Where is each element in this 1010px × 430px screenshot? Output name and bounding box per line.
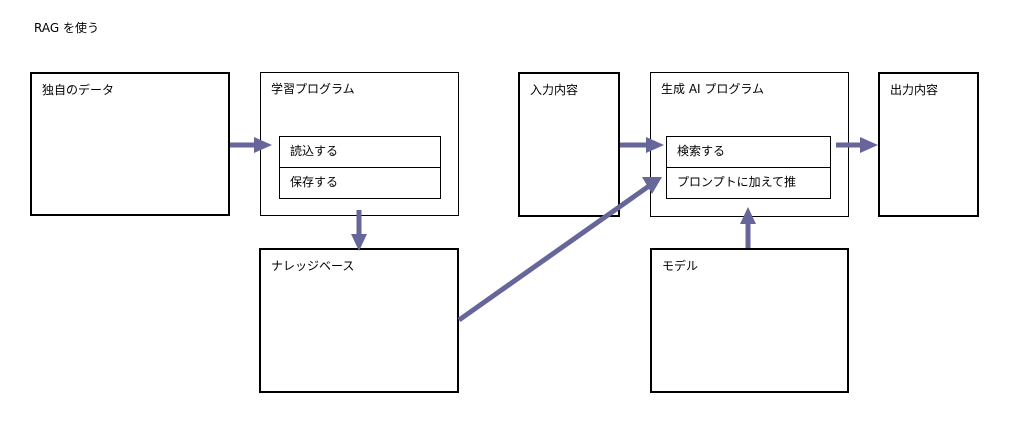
- save-step-label: 保存する: [290, 175, 339, 189]
- read-step-label: 読込する: [290, 144, 339, 158]
- own-data-box: 独自のデータ: [30, 72, 230, 216]
- save-step: 保存する: [279, 167, 441, 199]
- add-to-prompt-step: プロンプトに加えて推: [666, 167, 831, 199]
- own-data-label: 独自のデータ: [42, 83, 115, 97]
- add-to-prompt-step-label: プロンプトに加えて推: [677, 175, 797, 189]
- search-step-label: 検索する: [677, 144, 726, 158]
- arrow-head-gen-ai-program-to-output: [860, 137, 878, 153]
- input-box: 入力内容: [518, 72, 620, 217]
- gen-ai-program-label: 生成 AI プログラム: [661, 82, 765, 96]
- search-step: 検索する: [666, 136, 831, 168]
- knowledge-base-box: ナレッジベース: [259, 248, 459, 393]
- diagram-title: RAG を使う: [34, 21, 99, 35]
- read-step: 読込する: [279, 136, 441, 168]
- output-box: 出力内容: [878, 72, 979, 217]
- output-label: 出力内容: [890, 83, 939, 97]
- model-label: モデル: [662, 259, 699, 273]
- knowledge-base-label: ナレッジベース: [271, 259, 355, 273]
- input-label: 入力内容: [530, 83, 579, 97]
- model-box: モデル: [650, 248, 849, 393]
- learning-program-label: 学習プログラム: [271, 82, 355, 96]
